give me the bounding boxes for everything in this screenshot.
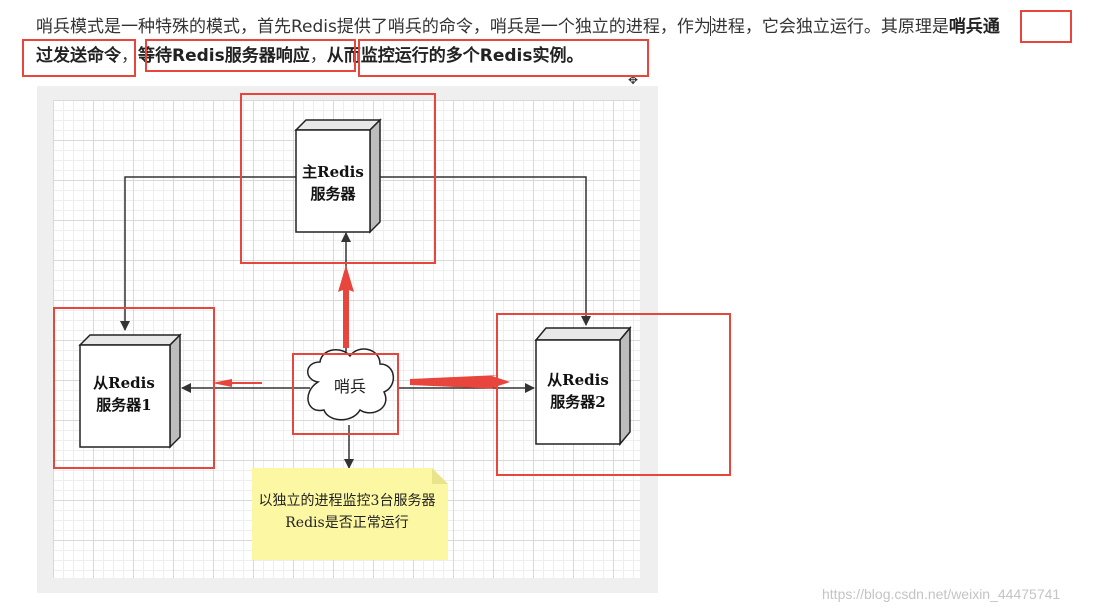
master-server-node: 主Redis 服务器 [294,118,382,234]
highlight-box-slave2 [496,313,731,476]
highlight-box-master [240,93,436,264]
slave1-server-node: 从Redis 服务器1 [78,333,182,449]
note-shape [252,468,448,560]
highlight-box [1020,10,1072,43]
paragraph-line-1: 哨兵模式是一种特殊的模式，首先Redis提供了哨兵的命令，哨兵是一个独立的进程，… [36,12,1000,43]
master-label-line1: 主Redis [302,163,364,181]
paragraph-bold-text: 等待Redis服务器响应 [138,46,310,66]
red-emphasis-arrow-up [338,265,354,348]
sentinel-label: 哨兵 [334,377,366,396]
slave2-server-node: 从Redis 服务器2 [534,325,632,447]
paragraph-separator: ， [309,46,327,66]
paragraph-text: 哨兵模式是一种特殊的模式，首先Redis提供了哨兵的命令，哨兵是一个独立的进程，… [36,17,949,37]
master-to-slave2-connector [370,176,591,326]
paragraph-line-2: 过发送命令，等待Redis服务器响应，从而监控运行的多个Redis实例。 [36,41,583,72]
text-cursor [710,16,711,36]
slave1-label-line1: 从Redis [93,374,155,392]
highlight-box [145,39,356,72]
master-label-line2: 服务器 [310,185,356,203]
highlight-box [22,39,136,77]
move-cursor-icon: ✥ [628,73,639,87]
paragraph-bold-text: 哨兵通 [948,17,1000,37]
sentinel-cloud-node: 哨兵 [307,348,394,421]
red-emphasis-arrow-left [212,379,262,387]
slave1-label-line2: 服务器1 [96,396,151,414]
watermark: https://blog.csdn.net/weixin_44475741 [822,586,1061,602]
note-text: 以独立的进程监控3台服务器Redis是否正常运行 [258,493,436,531]
master-to-slave1-connector [120,176,296,331]
slave2-label-line2: 服务器2 [550,393,605,411]
highlight-box [358,39,649,77]
highlight-box-slave1 [53,307,215,469]
paragraph-bold-text: 过发送命令 [36,46,121,66]
paragraph-separator: ， [121,46,138,66]
highlight-box-sentinel [292,353,399,435]
red-emphasis-arrow-right [410,375,510,389]
paragraph-bold-text: 从而监控运行的多个Redis实例。 [326,46,584,66]
slave2-label-line1: 从Redis [547,371,609,389]
